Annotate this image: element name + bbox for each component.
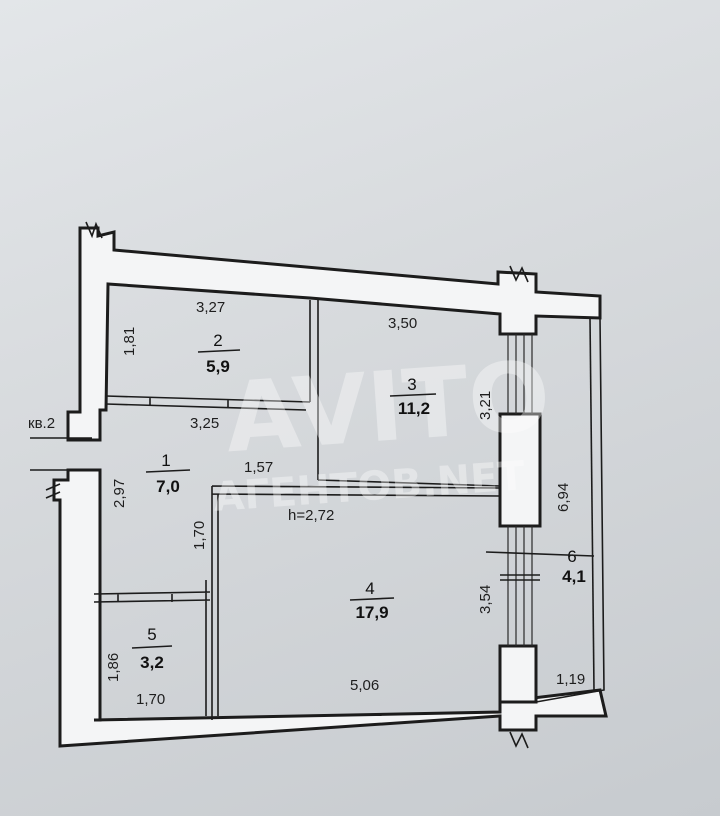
dim-r1-width: 3,25	[190, 415, 219, 432]
watermark-logo: AVITO	[222, 340, 554, 474]
room-3-number: 3	[407, 375, 416, 394]
dim-r3-height: 3,21	[477, 391, 494, 420]
room-5-fraction-bar	[131, 645, 173, 649]
partition-3-4	[317, 479, 501, 487]
room-2-number: 2	[213, 331, 222, 350]
outer-wall-top-left	[66, 226, 602, 442]
room-4-number: 4	[365, 579, 374, 598]
dim-r2-width: 3,27	[196, 299, 225, 316]
room-6-number: 6	[567, 547, 576, 566]
room-4-fraction-bar	[349, 597, 395, 601]
window-lower	[507, 526, 533, 646]
break-mark-top-right	[509, 265, 529, 283]
dim-r5-width: 1,70	[136, 691, 165, 708]
partition-2-3	[309, 300, 319, 480]
room-6-area: 4,1	[562, 567, 586, 586]
room-1-area: 7,0	[156, 477, 180, 496]
dim-balcony-width: 1,19	[556, 671, 585, 688]
balcony-outline	[535, 315, 605, 703]
partition-2-1	[105, 395, 311, 411]
dim-r5-height: 1,86	[105, 653, 122, 682]
dim-r1-height: 2,97	[111, 479, 128, 508]
break-mark-bottom	[509, 731, 529, 749]
pier-between-windows	[498, 412, 542, 528]
partition-5	[93, 580, 211, 716]
dim-r1-step: 1,57	[244, 459, 273, 476]
room-3-fraction-bar	[389, 393, 437, 397]
room-2-area: 5,9	[206, 357, 230, 376]
outer-wall-bottom-left	[52, 468, 608, 748]
room-5-area: 3,2	[140, 653, 164, 672]
dim-r4-width: 5,06	[350, 677, 379, 694]
balcony-inner-line	[589, 317, 595, 691]
break-mark-left	[45, 483, 61, 499]
window-mullion	[500, 574, 540, 581]
room-4-area: 17,9	[355, 603, 388, 622]
window-upper	[507, 334, 533, 414]
room-5-number: 5	[147, 625, 156, 644]
dim-r1-step-height: 1,70	[191, 521, 208, 550]
dim-r2-height: 1,81	[121, 327, 138, 356]
room-6-fraction-bar	[485, 551, 595, 557]
neighbor-leader	[30, 437, 92, 471]
room-1-fraction-bar	[145, 469, 191, 473]
pier-lower	[498, 644, 538, 704]
neighbor-apartment-label: кв.2	[28, 415, 55, 432]
partition-1-4	[211, 485, 501, 716]
room-3-area: 11,2	[398, 399, 430, 418]
room-1-number: 1	[161, 451, 170, 470]
dim-balcony-length: 6,94	[555, 483, 572, 512]
dim-r3-width: 3,50	[388, 315, 417, 332]
ceiling-height-label: h=2,72	[288, 507, 334, 524]
room-2-fraction-bar	[197, 349, 241, 353]
dim-r4-height: 3,54	[477, 585, 494, 614]
break-mark-top-left	[85, 221, 103, 239]
